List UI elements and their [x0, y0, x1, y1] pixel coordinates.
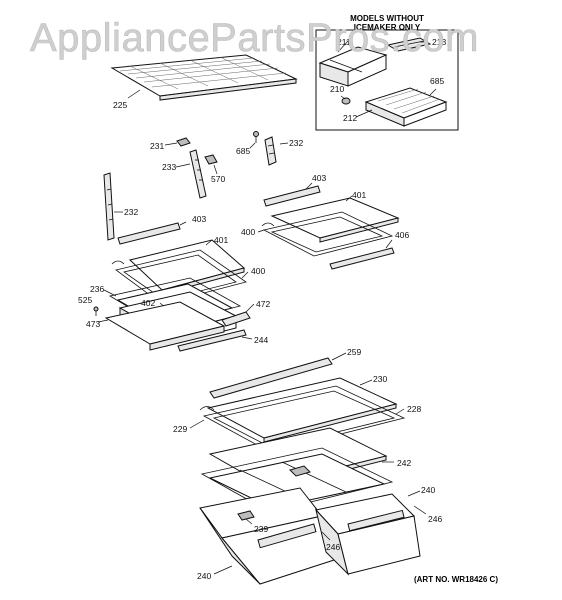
part-240-left-bin — [199, 487, 335, 585]
watermark: AppliancePartsPros.com — [30, 16, 479, 60]
part-406-trim — [329, 247, 395, 270]
label-236: 236 — [90, 284, 104, 294]
label-232-left: 232 — [124, 207, 138, 217]
label-233: 233 — [162, 162, 176, 172]
label-403-right: 403 — [312, 173, 326, 183]
part-473-bracket — [104, 301, 226, 351]
label-242: 242 — [397, 458, 411, 468]
label-230: 230 — [373, 374, 387, 384]
part-685-tray — [364, 87, 448, 127]
part-210-clip — [341, 97, 351, 105]
part-232-left-rail — [103, 172, 115, 241]
part-400-left-frame — [111, 249, 247, 305]
label-210: 210 — [330, 84, 344, 94]
label-403-left: 403 — [192, 214, 206, 224]
label-211: 211 — [337, 37, 351, 47]
label-228: 228 — [407, 404, 421, 414]
part-233-rail — [189, 149, 207, 199]
label-400-left: 400 — [251, 266, 265, 276]
part-228-frame — [199, 385, 406, 453]
art-number: (ART NO. WR18426 C) — [414, 575, 498, 584]
label-473: 473 — [86, 319, 100, 329]
inset-title-line2: ICEMAKER ONLY — [354, 23, 421, 32]
label-239: 239 — [254, 524, 268, 534]
part-232-right-rail — [264, 136, 277, 166]
part-400-right-frame — [261, 211, 394, 257]
part-239-slide — [237, 510, 255, 521]
label-259: 259 — [347, 347, 361, 357]
part-225-wire-shelf — [110, 54, 298, 101]
part-231 — [176, 137, 191, 147]
label-240-left: 240 — [197, 571, 211, 581]
part-213 — [386, 37, 432, 52]
label-570: 570 — [211, 174, 225, 184]
inset-panel: MODELS WITHOUT ICEMAKER ONLY 211 — [315, 14, 459, 131]
part-570 — [204, 154, 218, 165]
label-402: 402 — [141, 298, 155, 308]
part-472-slide — [221, 311, 251, 327]
label-232-right: 232 — [289, 138, 303, 148]
label-472: 472 — [256, 299, 270, 309]
label-244: 244 — [254, 335, 268, 345]
label-406: 406 — [395, 230, 409, 240]
part-240-right-bin — [315, 493, 421, 576]
label-401-left: 401 — [214, 235, 228, 245]
label-685: 685 — [236, 146, 250, 156]
label-400-right: 400 — [241, 227, 255, 237]
label-225: 225 — [113, 100, 127, 110]
label-213: 213 — [432, 37, 446, 47]
label-246-mid: 246 — [326, 542, 340, 552]
label-525: 525 — [78, 295, 92, 305]
label-685-inset: 685 — [430, 76, 444, 86]
part-403-left-trim — [117, 222, 181, 245]
label-229: 229 — [173, 424, 187, 434]
part-525-screw — [93, 306, 99, 316]
part-230-glass — [206, 377, 398, 443]
label-246-right: 246 — [428, 514, 442, 524]
label-212: 212 — [343, 113, 357, 123]
part-685-screw — [253, 131, 259, 143]
label-231: 231 — [150, 141, 164, 151]
part-401-right-glass — [270, 197, 400, 243]
label-240-right: 240 — [421, 485, 435, 495]
part-259-trim — [209, 357, 333, 399]
part-403-right-trim — [263, 185, 321, 207]
label-401-right: 401 — [352, 190, 366, 200]
part-211-bin — [318, 46, 388, 87]
inset-title-line1: MODELS WITHOUT — [350, 14, 424, 23]
part-244-trim — [177, 329, 247, 352]
